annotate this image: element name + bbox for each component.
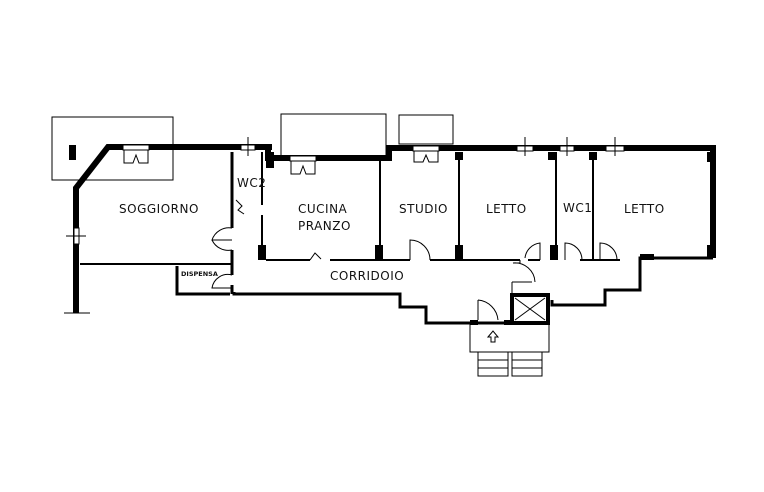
- wall-dispensa: [175, 266, 230, 296]
- entrance-stairs: [477, 330, 543, 377]
- chimney-block: [69, 145, 76, 160]
- external-walls: [64, 144, 716, 325]
- door-wc1: [564, 242, 583, 261]
- balcony-studio: [398, 114, 454, 145]
- door-wc2: [235, 199, 245, 215]
- wall-bottom-mid: [232, 292, 504, 325]
- entrance-landing: [469, 322, 550, 353]
- wall-bottom-right: [550, 256, 713, 307]
- entrance-arrow-icon: [486, 330, 500, 343]
- label-studio: STUDIO: [399, 202, 448, 216]
- label-soggiorno: SOGGIORNO: [119, 202, 199, 216]
- door-dispensa: [211, 273, 233, 289]
- wall-soggiorno-outer: [73, 144, 272, 313]
- label-corridoio: CORRIDOIO: [330, 269, 404, 283]
- door-letto2: [599, 242, 618, 261]
- balcony-cucina: [280, 113, 387, 159]
- label-wc1: WC1: [563, 201, 592, 215]
- room-labels: SOGGIORNO WC2 CUCINA PRANZO STUDIO LETTO…: [119, 176, 665, 283]
- door-letto1: [524, 242, 541, 260]
- label-wc2: WC2: [237, 176, 266, 190]
- internal-walls: [230, 152, 713, 353]
- door-corridor: [512, 260, 536, 283]
- label-letto-1: LETTO: [486, 202, 527, 216]
- label-letto-2: LETTO: [624, 202, 665, 216]
- label-cucina: CUCINA: [298, 202, 348, 216]
- door-studio: [409, 239, 431, 261]
- label-pranzo: PRANZO: [298, 219, 351, 233]
- door-cucina: [309, 252, 322, 261]
- door-soggiorno: [211, 227, 233, 241]
- doors: [211, 199, 618, 289]
- windows: [66, 137, 625, 245]
- label-dispensa: DISPENSA: [181, 270, 218, 278]
